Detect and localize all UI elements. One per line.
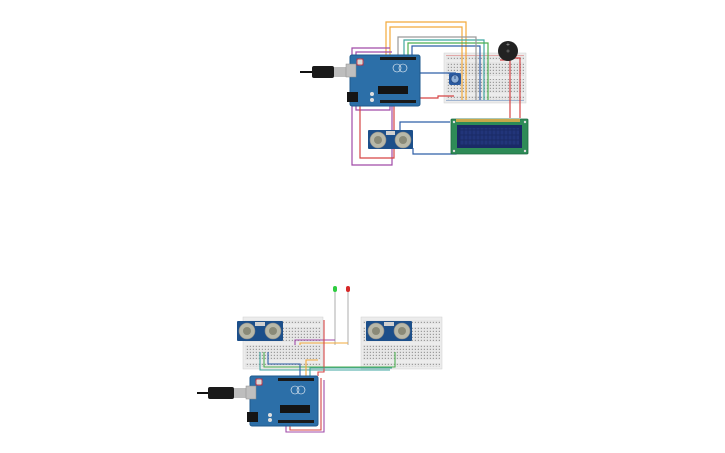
ultrasonic-sensor[interactable] bbox=[368, 130, 413, 149]
power-jack bbox=[347, 92, 358, 102]
svg-text:+: + bbox=[506, 42, 510, 48]
ultrasonic-sensor-right[interactable] bbox=[366, 321, 412, 341]
reset-button-lower[interactable] bbox=[255, 378, 263, 386]
usb-port bbox=[345, 63, 357, 78]
breadboard[interactable] bbox=[443, 52, 527, 104]
ultrasonic-sensor-left[interactable] bbox=[237, 321, 283, 341]
wires-lower[interactable] bbox=[259, 320, 396, 433]
arduino-logo-icon-lower bbox=[290, 385, 300, 395]
reset-button[interactable] bbox=[356, 58, 364, 66]
arduino-uno-board[interactable] bbox=[345, 54, 421, 107]
upper-circuit: + bbox=[300, 21, 529, 166]
led-green[interactable] bbox=[333, 286, 337, 345]
usb-cable-lower[interactable] bbox=[197, 387, 250, 399]
piezo-buzzer[interactable]: + bbox=[498, 41, 518, 61]
analog-header-lower bbox=[278, 420, 314, 423]
digital-header-lower bbox=[278, 378, 314, 381]
usb-port-lower bbox=[245, 385, 257, 400]
potentiometer[interactable] bbox=[449, 73, 461, 85]
led-red[interactable] bbox=[346, 286, 350, 345]
usb-cable[interactable] bbox=[300, 66, 348, 78]
lcd-16x2[interactable] bbox=[450, 118, 529, 155]
analog-header bbox=[380, 100, 416, 103]
arduino-uno-board-lower[interactable] bbox=[245, 375, 319, 427]
power-jack-lower bbox=[247, 412, 258, 422]
microcontroller-chip bbox=[378, 86, 408, 94]
microcontroller-chip-lower bbox=[280, 405, 310, 413]
lower-circuit bbox=[197, 286, 443, 433]
digital-header bbox=[380, 57, 416, 60]
arduino-logo-icon bbox=[392, 63, 402, 73]
